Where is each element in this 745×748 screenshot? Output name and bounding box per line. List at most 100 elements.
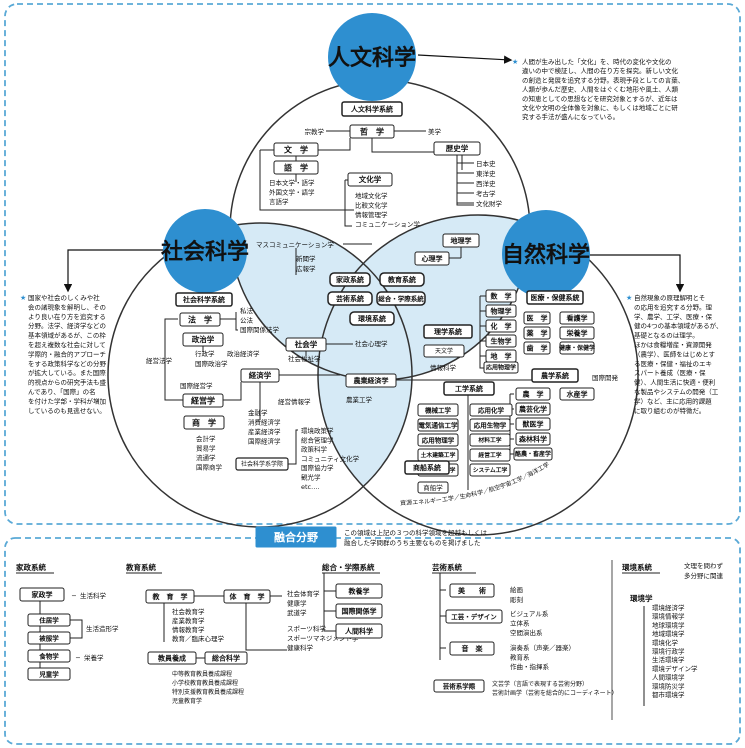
- humanities-desc-0: 人間が生み出した「文化」を、時代の変化や文化の: [522, 57, 672, 66]
- econ-item-2: 産業経済学: [248, 427, 281, 436]
- politics: 政治学: [192, 334, 215, 344]
- integ-item-1-box: [335, 603, 383, 619]
- news-item-0: 新聞学: [296, 254, 316, 263]
- lower-note-1: 融合した学問群のうち主要なものを掲げました: [344, 538, 481, 547]
- science-item-3-box: [485, 334, 517, 348]
- edu-general-box: [204, 651, 248, 665]
- economics-box: [240, 368, 280, 383]
- edu-item-1: 産業教育学: [172, 616, 205, 625]
- policy-item-1: 総合管理学: [301, 435, 334, 444]
- law-item-1: 公法: [240, 316, 254, 325]
- agri-econ: 農業経済学: [354, 376, 389, 385]
- art-science-item-1: 芸術計画学（芸術を総合的にコーディネート）: [492, 689, 618, 697]
- med-item-3-box: [559, 326, 595, 340]
- env-item-7: 環境デザイン学: [652, 664, 698, 673]
- center-edu-box: [379, 272, 425, 287]
- sociology: 社会学: [294, 339, 318, 349]
- lang-item-0: 日本文学・語学: [269, 178, 315, 187]
- law: 法 学: [188, 314, 212, 324]
- integ-item-0: 教養学: [348, 587, 370, 596]
- med-item-2: 薬 学: [526, 329, 548, 338]
- art-science-box: [433, 679, 485, 693]
- art-design-item-2: 空間演出系: [510, 628, 543, 637]
- edu-teacher-item-3: 児童教育学: [172, 697, 202, 705]
- home-dash: ─: [71, 592, 76, 600]
- edu-pe-item-2: 武道学: [287, 608, 307, 617]
- psychology: 心理学: [422, 254, 443, 263]
- science-label: 理学系統: [434, 327, 462, 336]
- eng-item-7-box: [469, 448, 511, 462]
- commerce: 商 学: [192, 417, 216, 427]
- commerce-item-0: 会計学: [196, 434, 216, 443]
- lower-frame: [4, 537, 741, 745]
- art-design-item-1: 立体系: [510, 619, 530, 628]
- policy-item-4: 国際協力学: [301, 463, 334, 472]
- edu-item-3: 教育／臨床心理学: [172, 634, 225, 643]
- agri-item-0-box: [515, 387, 551, 401]
- agri-item-4: 森林科学: [519, 435, 547, 444]
- geography-box: [442, 233, 480, 248]
- edu-item-0: 社会教育学: [172, 607, 205, 616]
- humanities-desc-5: 文化や文明の全体像を対象に、もしくは地域ごとに研: [522, 103, 678, 112]
- edu-teacher-item-1: 小学校教育教員養成課程: [172, 679, 238, 687]
- social-sci-label: 社会科学系学際: [241, 460, 283, 468]
- humanities-desc-6: 究する手法が盛んになっている。: [522, 112, 619, 121]
- edu-pe-item2-2: 健康科学: [287, 643, 314, 652]
- science-item-0: 数 学: [491, 292, 512, 301]
- env-item-8: 人間環境学: [652, 673, 685, 682]
- edu-teacher-item-2: 特別支援教育教員養成課程: [172, 688, 244, 696]
- natural-desc-10: な製品やシステムの開発（工: [634, 387, 719, 396]
- philosophy: 哲 学: [360, 126, 384, 136]
- humanities-arrow: [417, 54, 513, 64]
- mgmt-law: 経営法学: [146, 356, 173, 365]
- culture: 文化学: [359, 174, 382, 184]
- home-item-2: 食物学: [38, 651, 59, 660]
- natural-desc-5: ほかは食糧増産・資源開発: [634, 340, 712, 349]
- business-box: [182, 393, 224, 408]
- connector-line: [164, 318, 183, 401]
- natural-desc-3: 健の4つの基本領域があるが、: [634, 321, 723, 330]
- social-desc-3: 分野。法学、経済学などの: [28, 321, 106, 330]
- social-desc-12: しているのも見逃せない。: [28, 406, 106, 415]
- art-art-item-1: 彫刻: [510, 595, 523, 604]
- science-item-1-box: [485, 304, 517, 318]
- natural-desc-2: 学、農学、工学、医療・保: [634, 312, 713, 321]
- med-item-1-box: [559, 311, 595, 325]
- home-dash2: ─: [75, 654, 80, 662]
- humanities-system-label-box: [341, 101, 403, 117]
- integ-item-0-box: [335, 583, 383, 599]
- eng-item-2-box: [417, 418, 459, 432]
- home-item-3: 児童学: [38, 669, 59, 678]
- eng-label-box: [443, 381, 495, 396]
- edu-teacher: 教員養成: [157, 654, 186, 663]
- home-root-box: [19, 587, 65, 602]
- agri-econ-box: [345, 373, 397, 388]
- econ-item-1: 消費経済学: [248, 418, 281, 427]
- env-note-0: 文理を問わず: [684, 561, 724, 570]
- science-item-5: 応用物理学: [486, 364, 516, 372]
- eng-item-0-box: [417, 403, 459, 417]
- home-item-1: 被服学: [39, 633, 59, 642]
- eng-item-0: 機械工学: [425, 405, 452, 414]
- social-desc-2: より良い在り方を追究する: [28, 312, 106, 321]
- env-item-1: 環境情報学: [652, 612, 685, 621]
- commerce-box: [183, 415, 225, 430]
- edu-pe-item2-0: スポーツ科学: [287, 624, 326, 633]
- policy-item-2: 政策科学: [301, 445, 328, 454]
- science-item-4: 地 学: [491, 352, 512, 361]
- med-label-box: [526, 290, 584, 305]
- astronomy-box: [423, 344, 465, 358]
- ship-item: 商船学: [423, 483, 443, 492]
- eng-item-2: 電気通信工学: [419, 420, 459, 429]
- sociology-box: [285, 337, 327, 352]
- center-env-box: [349, 311, 395, 326]
- edu-pe-item-1: 健康学: [287, 599, 307, 608]
- social-star: ★: [20, 294, 26, 302]
- humanities-system-label: 人文科学系統: [351, 105, 393, 114]
- humanities-desc-1: 違いの中で検証し、人間の在り方を探究。新しい文化: [522, 66, 679, 75]
- natural-desc-12: に取り組むのが特徴だ。: [634, 406, 705, 415]
- lang-item-2: 言語学: [269, 197, 289, 206]
- home-label: 家政系統: [16, 562, 46, 572]
